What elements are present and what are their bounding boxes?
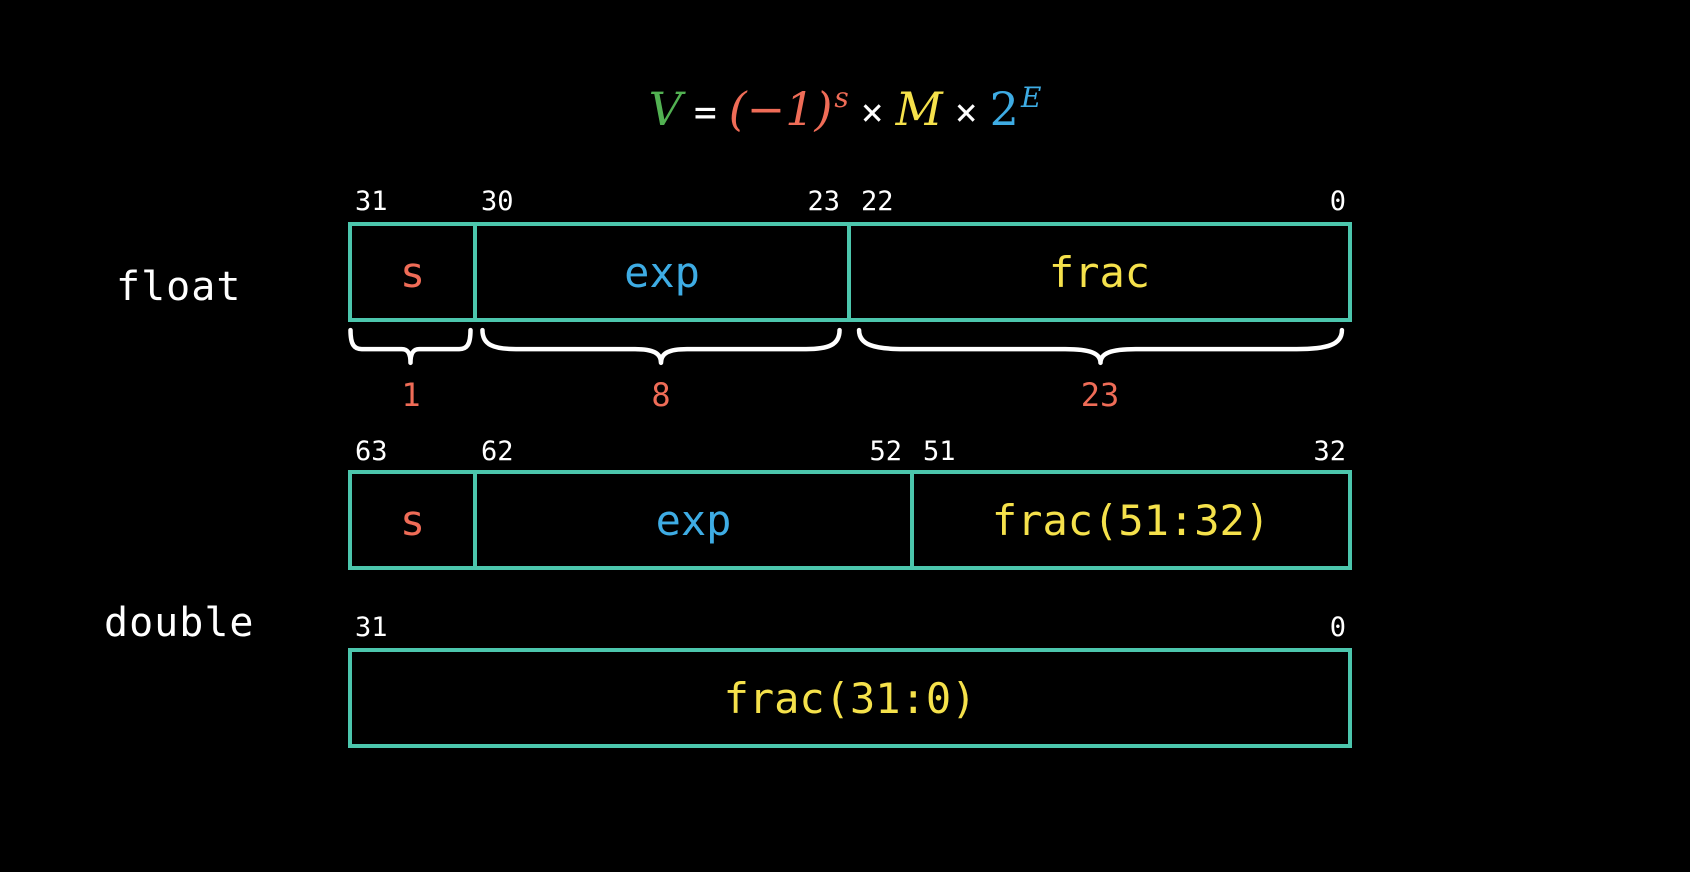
float-exponent-cell: exp <box>477 226 851 318</box>
float-bit-label-30: 30 <box>481 186 514 217</box>
double-fraction-high-cell: frac(51:32) <box>991 495 1271 545</box>
formula-base-two: 2 <box>989 82 1019 136</box>
formula-sign-term: (−1)s <box>729 81 849 133</box>
formula-neg-one: (−1) <box>728 82 833 136</box>
float-fraction-cell: frac <box>1048 247 1151 297</box>
formula-sign-superscript: s <box>834 81 849 114</box>
double-bit-label-51: 51 <box>923 436 956 467</box>
underbrace-exponent-width <box>475 328 847 366</box>
float-bit-label-0: 0 <box>1329 186 1346 217</box>
double-lower-bitfield-box: frac(31:0) <box>348 648 1352 748</box>
formula-value-symbol: V <box>648 82 682 136</box>
double-type-label: double <box>104 600 255 646</box>
double-exponent-cell: exp <box>477 474 914 566</box>
formula-exponent-term: 2E <box>990 81 1042 133</box>
float-bitfield-box: s exp frac <box>348 222 1352 322</box>
float-bit-label-22: 22 <box>861 186 894 217</box>
double-fraction-low-cell: frac(31:0) <box>723 673 977 723</box>
width-label-sign: 1 <box>401 376 421 414</box>
double-bit-label-63: 63 <box>355 436 388 467</box>
underbrace-fraction-width <box>849 328 1352 366</box>
double-sign-cell: s <box>352 474 477 566</box>
double-upper-bitfield-box: s exp frac(51:32) <box>348 470 1352 570</box>
width-label-exponent: 8 <box>651 376 671 414</box>
float-bit-label-23: 23 <box>807 186 840 217</box>
double-bit-label-52: 52 <box>869 436 902 467</box>
ieee-formula: V = (−1)s × M × 2E <box>0 81 1690 136</box>
underbrace-sign-width <box>348 328 473 366</box>
float-bit-label-31: 31 <box>355 186 388 217</box>
width-label-fraction: 23 <box>1080 376 1120 414</box>
float-type-label: float <box>116 264 242 310</box>
formula-times-icon: × <box>860 90 884 134</box>
formula-times-icon: × <box>954 90 978 134</box>
formula-mantissa-symbol: M <box>895 82 943 136</box>
double-bit-label-62: 62 <box>481 436 514 467</box>
float-sign-cell: s <box>352 226 477 318</box>
double-bit-label-31: 31 <box>355 612 388 643</box>
formula-exponent-superscript: E <box>1020 81 1042 114</box>
formula-equals-sign: = <box>693 90 717 134</box>
double-bit-label-0: 0 <box>1329 612 1346 643</box>
double-bit-label-32: 32 <box>1313 436 1346 467</box>
